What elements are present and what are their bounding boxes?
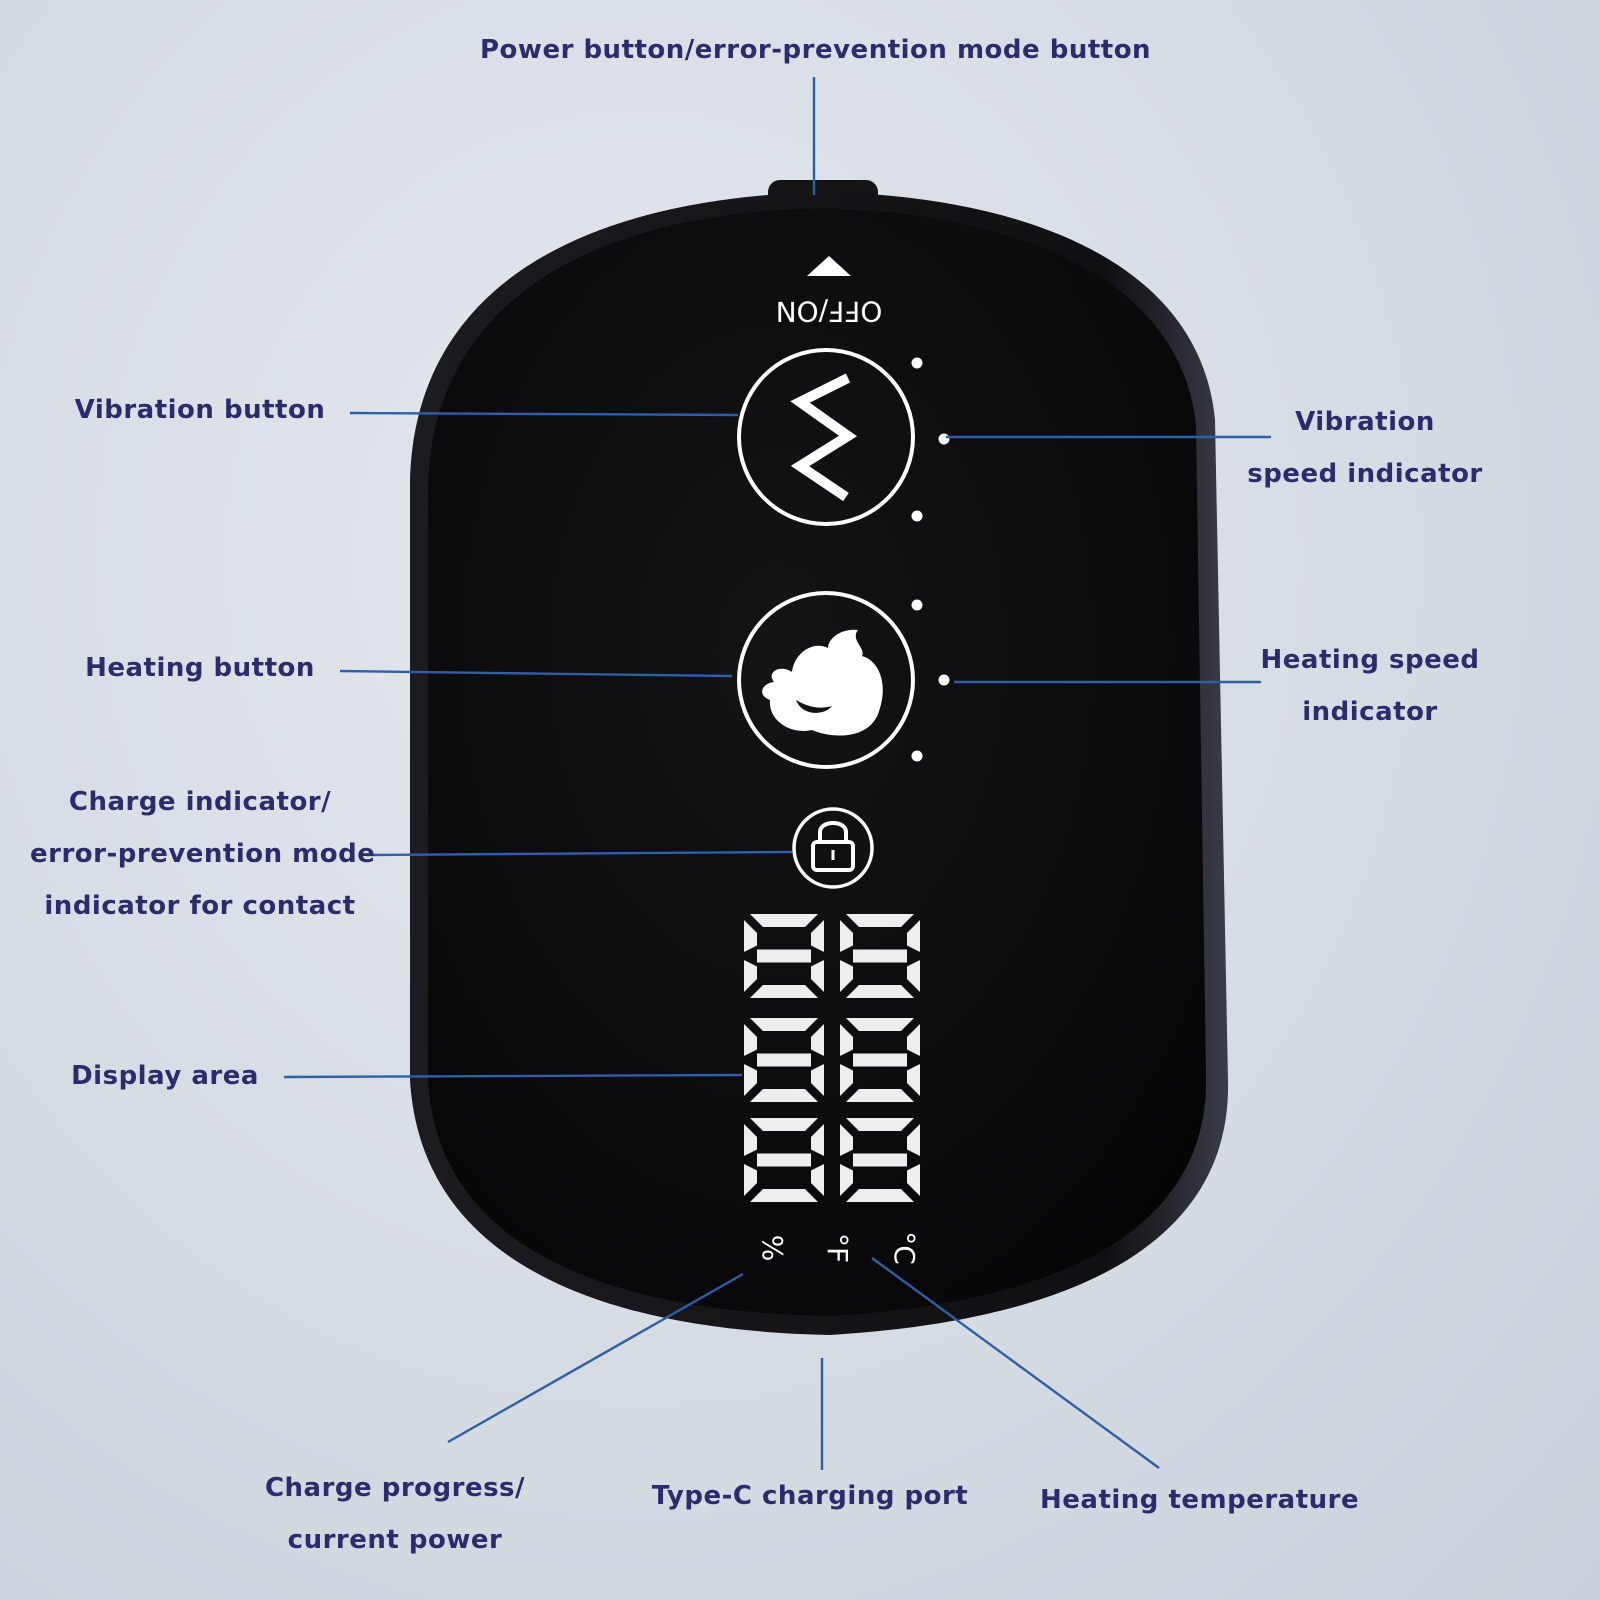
digit-4-seg-lower-right (907, 1064, 920, 1096)
digit-6-seg-top (846, 1118, 914, 1131)
digit-4-seg-upper-right (907, 1024, 920, 1056)
device-body (410, 180, 1229, 1335)
flame-icon (762, 629, 883, 736)
leader-charge-indicator (365, 850, 793, 857)
vibration-button[interactable] (737, 348, 915, 526)
display-area (744, 914, 920, 1202)
digit-6-seg-lower-left (840, 1164, 853, 1196)
digit-2-seg-lower-left (840, 960, 853, 992)
label-charge-indicator: Charge indicator/ error-prevention mode … (30, 787, 376, 921)
leader-heating-button (339, 669, 733, 678)
digit-6-seg-upper-left (840, 1124, 853, 1156)
zigzag-icon (790, 373, 858, 502)
leader-vibration-button (349, 411, 739, 417)
digit-2-seg-top (846, 914, 914, 927)
digit-5-seg-upper-left (744, 1124, 757, 1156)
digit-5-seg-lower-left (744, 1164, 757, 1196)
digit-6-seg-lower-right (907, 1164, 920, 1196)
digit-4-seg-middle (853, 1053, 907, 1067)
leader-lines (283, 77, 1271, 1470)
digit-1-seg-top (750, 914, 818, 927)
digit-1-seg-lower-right (811, 960, 824, 992)
digit-4-seg-top (846, 1018, 914, 1031)
digit-5-seg-upper-right (811, 1124, 824, 1156)
digit-2-seg-middle (853, 949, 907, 963)
digit-5-seg-top (750, 1118, 818, 1131)
heating-speed-indicator (911, 599, 950, 762)
digit-3-seg-lower-right (811, 1064, 824, 1096)
heating-button[interactable] (737, 591, 915, 769)
label-vibration-speed: Vibration speed indicator (1247, 407, 1483, 489)
digit-5-seg-lower-right (811, 1164, 824, 1196)
digit-2-seg-upper-left (840, 920, 853, 952)
digit-1-seg-bottom (750, 985, 818, 998)
label-type-c: Type-C charging port (651, 1481, 969, 1511)
digit-3-seg-top (750, 1018, 818, 1031)
device-face (428, 208, 1207, 1316)
padlock-icon (811, 821, 855, 872)
digit-3-seg-bottom (750, 1089, 818, 1102)
digit-5-seg-bottom (750, 1189, 818, 1202)
digit-3-seg-upper-right (811, 1024, 824, 1056)
digit-1-seg-upper-left (744, 920, 757, 952)
fahrenheit-unit: °F (821, 1233, 854, 1263)
digit-6-seg-bottom (846, 1189, 914, 1202)
triangle-up-icon (807, 256, 851, 276)
leader-charge-progress (447, 1272, 744, 1444)
celsius-unit: °C (888, 1231, 921, 1265)
leader-heating-temperature (871, 1257, 1160, 1469)
digit-4-seg-lower-left (840, 1064, 853, 1096)
digit-1-seg-lower-left (744, 960, 757, 992)
label-heating-speed: Heating speed indicator (1260, 645, 1480, 727)
digit-4-seg-bottom (846, 1089, 914, 1102)
digit-1-seg-middle (757, 949, 811, 963)
leader-display-area (283, 1073, 743, 1079)
power-label: OFF/ON (776, 295, 883, 328)
digit-5-seg-middle (757, 1153, 811, 1167)
label-vibration-button: Vibration button (74, 395, 326, 425)
digit-6-seg-upper-right (907, 1124, 920, 1156)
label-display-area: Display area (71, 1061, 259, 1091)
digit-4-seg-upper-left (840, 1024, 853, 1056)
digit-3-seg-upper-left (744, 1024, 757, 1056)
label-heating-temperature: Heating temperature (1040, 1485, 1360, 1515)
digit-3-seg-lower-left (744, 1064, 757, 1096)
digit-2-seg-upper-right (907, 920, 920, 952)
label-charge-progress: Charge progress/ current power (264, 1473, 526, 1555)
digit-3-seg-middle (757, 1053, 811, 1067)
digit-2-seg-bottom (846, 985, 914, 998)
label-power-button: Power button/error-prevention mode butto… (480, 35, 1152, 65)
label-heating-button: Heating button (85, 653, 315, 683)
percent-unit: % (756, 1235, 789, 1262)
digit-6-seg-middle (853, 1153, 907, 1167)
digit-1-seg-upper-right (811, 920, 824, 952)
digit-2-seg-lower-right (907, 960, 920, 992)
charge-indicator (792, 807, 874, 889)
